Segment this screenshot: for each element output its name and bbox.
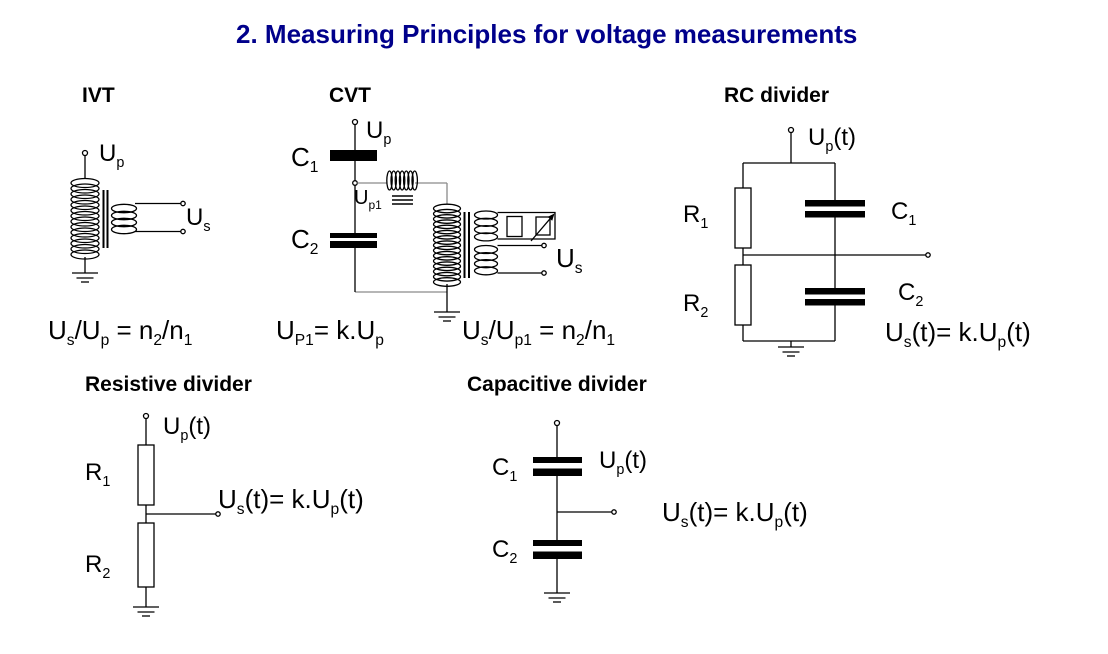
- capacitive-divider-circuit-diagram: [533, 419, 617, 603]
- resistive-r1-label: R1: [85, 459, 111, 490]
- rc-output-formula: Us(t)= k.Up(t): [885, 317, 1031, 352]
- capacitor-c1-plate: [533, 468, 582, 476]
- capacitive-c2-label: C2: [492, 536, 518, 567]
- terminal-node: [541, 242, 547, 249]
- capacitor-c1: [805, 200, 865, 207]
- capacitive-up-label: Up(t): [599, 447, 648, 478]
- capacitor-c2-plate: [805, 299, 865, 306]
- capacitor-c2-plate: [533, 551, 582, 559]
- series-reactor-coil: [386, 170, 419, 191]
- burden-resistor: [506, 215, 523, 238]
- terminal-node: [787, 126, 795, 134]
- primary-coil: [70, 177, 100, 260]
- terminal-node: [541, 270, 547, 276]
- rc-divider-circuit-diagram: [734, 126, 931, 357]
- resistor-r2: [137, 522, 155, 588]
- ivt-us-label: Us: [186, 204, 211, 235]
- capacitor-c2: [533, 540, 582, 546]
- terminal-node: [180, 228, 186, 235]
- resistive-output-formula: Us(t)= k.Up(t): [218, 484, 364, 519]
- capacitive-output-formula: Us(t)= k.Up(t): [662, 497, 808, 532]
- cvt-us-label: Us: [556, 243, 583, 278]
- terminal-node: [553, 419, 561, 427]
- terminal-node: [351, 118, 359, 126]
- ivt-ratio-formula: Us/Up = n2/n1: [48, 315, 193, 350]
- page-title: 2. Measuring Principles for voltage meas…: [236, 19, 858, 49]
- cvt-up1-label: Up1: [354, 187, 382, 212]
- ivt-heading: IVT: [82, 84, 115, 107]
- gray-wires: [355, 182, 448, 293]
- capacitor-c1: [533, 457, 582, 463]
- secondary-coil: [110, 203, 138, 235]
- capacitor-c2: [805, 288, 865, 295]
- ivt-up-label: Up: [99, 140, 125, 171]
- resistor-r1: [734, 187, 752, 249]
- cvt-heading: CVT: [329, 84, 371, 107]
- transformer-primary-coil: [432, 203, 462, 287]
- cvt-c1-label: C1: [291, 142, 319, 177]
- capacitor-c2: [330, 233, 377, 238]
- capacitor-c2-plate: [330, 241, 377, 248]
- transformer-core-icon: [102, 190, 109, 248]
- reactor-core-icon: [392, 195, 413, 205]
- ground-symbol-icon: [434, 311, 460, 322]
- rc-divider-heading: RC divider: [724, 84, 830, 107]
- rc-c2-label: C2: [898, 279, 924, 310]
- secondary-coil-lower: [473, 244, 499, 276]
- ivt-circuit-diagram: [70, 149, 186, 283]
- rc-up-label: Up(t): [808, 124, 857, 155]
- resistive-divider-circuit-diagram: [133, 412, 221, 617]
- cvt-c2-label: C2: [291, 224, 319, 259]
- transformer-core-icon: [463, 212, 470, 278]
- terminal-node: [215, 511, 221, 517]
- burden-loop: [497, 211, 556, 240]
- terminal-node: [81, 149, 89, 157]
- terminal-node: [611, 509, 617, 515]
- cvt-up-label: Up: [366, 117, 392, 148]
- secondary-coil-upper: [473, 210, 499, 242]
- tap-node: [352, 180, 358, 186]
- capacitive-divider-heading: Capacitive divider: [467, 373, 647, 396]
- capacitor-c1: [330, 150, 377, 161]
- capacitive-c1-label: C1: [492, 454, 518, 485]
- resistive-up-label: Up(t): [163, 413, 212, 444]
- ground-symbol-icon: [544, 592, 570, 603]
- ground-symbol-icon: [133, 606, 159, 617]
- cvt-up1-formula: UP1= k.Up: [276, 315, 384, 350]
- capacitor-c1-plate: [805, 211, 865, 218]
- ground-symbol-icon: [778, 341, 804, 357]
- terminal-node: [925, 252, 931, 258]
- resistive-r2-label: R2: [85, 551, 111, 582]
- cvt-circuit-diagram: [330, 118, 556, 322]
- rc-c1-label: C1: [891, 198, 917, 229]
- resistor-r2: [734, 264, 752, 326]
- resistive-divider-heading: Resistive divider: [85, 373, 252, 396]
- ground-symbol-icon: [72, 257, 98, 283]
- rc-r2-label: R2: [683, 290, 709, 321]
- terminal-node: [180, 200, 186, 207]
- resistor-r1: [137, 444, 155, 506]
- terminal-node: [142, 412, 150, 420]
- suppression-arrow: [530, 218, 551, 242]
- cvt-ratio-formula: Us/Up1 = n2/n1: [462, 315, 616, 350]
- rc-r1-label: R1: [683, 201, 709, 232]
